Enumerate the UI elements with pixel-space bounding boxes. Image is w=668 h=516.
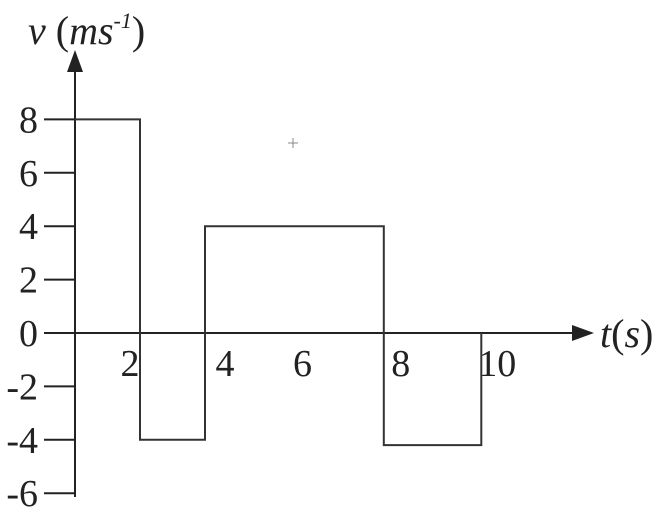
ticks: 8 6 4 2 0 -2 -4 -6 2 4 6 8 10 — [6, 99, 516, 515]
x-axis-arrow — [572, 325, 594, 341]
center-crosshair-mark — [288, 138, 298, 148]
y-tick-label-0: 8 — [19, 99, 38, 141]
x-tick-label-2: 6 — [293, 343, 312, 385]
axes — [44, 50, 594, 497]
y-axis-arrow — [67, 50, 83, 72]
y-tick-label-1: 6 — [19, 153, 38, 195]
x-axis-label: t(s) — [600, 311, 653, 356]
y-tick-label-7: -6 — [6, 473, 38, 515]
x-tick-label-1: 4 — [216, 343, 235, 385]
y-tick-label-5: -2 — [6, 366, 38, 408]
series — [74, 118, 483, 447]
y-tick-label-6: -4 — [6, 420, 38, 462]
y-tick-label-2: 4 — [19, 206, 38, 248]
y-tick-label-4: 0 — [19, 313, 38, 355]
x-tick-label-0: 2 — [121, 343, 140, 385]
x-tick-label-3: 8 — [391, 343, 410, 385]
x-tick-label-4: 10 — [478, 343, 516, 385]
y-axis-label: v (ms-1) — [28, 8, 145, 53]
y-tick-label-3: 2 — [19, 260, 38, 302]
series-line-0 — [75, 118, 483, 447]
